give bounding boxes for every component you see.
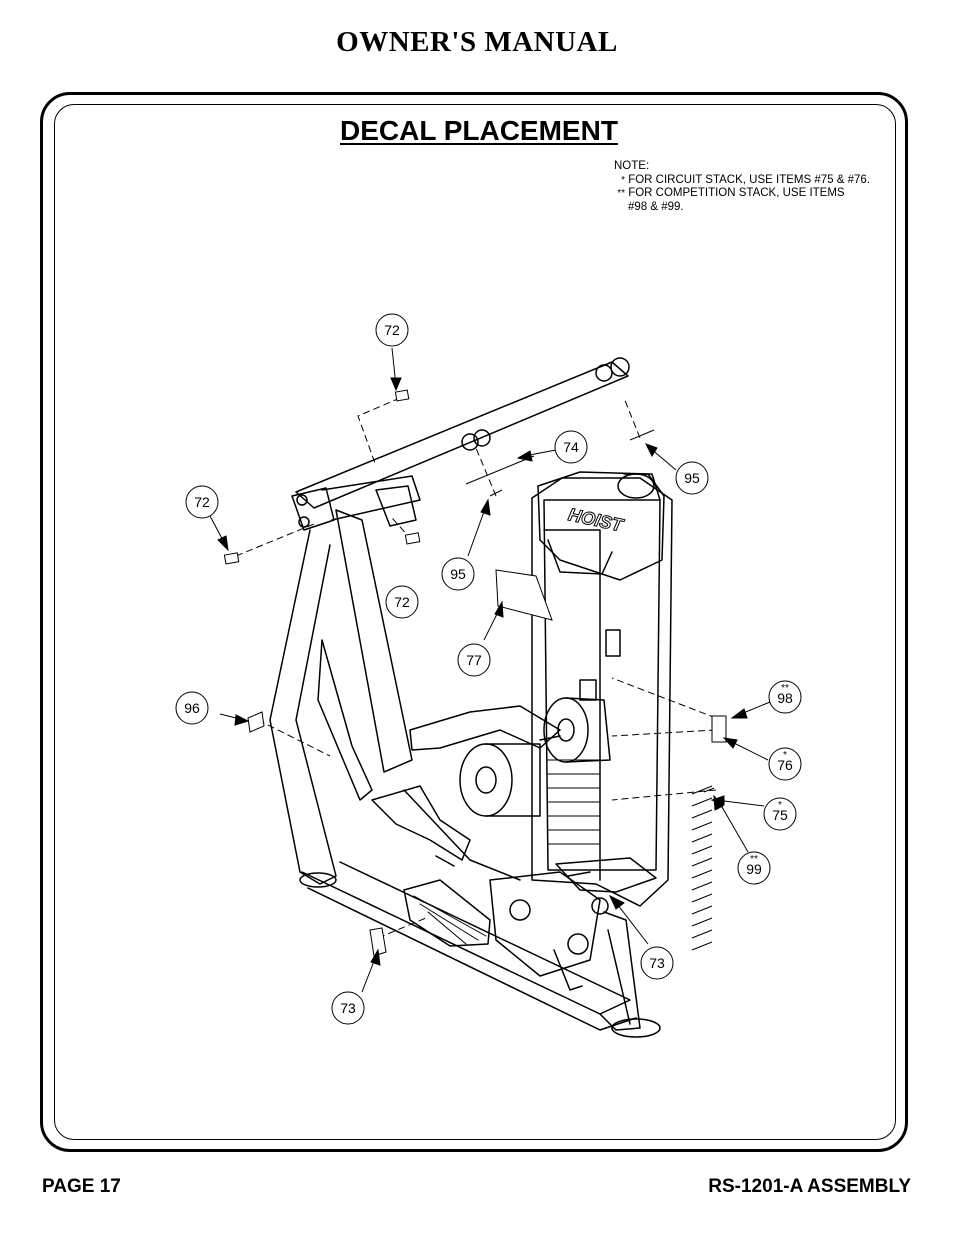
callout-72-top-label: 72 xyxy=(384,322,400,338)
note-star-double: ** xyxy=(617,188,625,199)
decal-72-center xyxy=(404,532,421,545)
note-text-items: #98 & #99. xyxy=(628,200,684,213)
weight-stack-tower xyxy=(531,477,673,907)
callout-72-center-label: 72 xyxy=(394,594,410,610)
leader-72-left xyxy=(235,523,315,557)
callout-76-label: 76 xyxy=(777,757,793,773)
note-line-circuit: * FOR CIRCUIT STACK, USE ITEMS #75 & #76… xyxy=(614,174,904,188)
decal-72-top xyxy=(394,389,410,402)
shroud-top-cap xyxy=(537,471,665,581)
arrow-95-left xyxy=(467,505,487,557)
callout-95-left xyxy=(441,557,475,591)
decal-99-stripes xyxy=(691,785,713,951)
decal-74 xyxy=(465,455,535,485)
callout-98-mark: ** xyxy=(781,683,789,694)
note-line-competition: ** FOR COMPETITION STACK, USE ITEMS xyxy=(614,187,904,201)
callout-73-bottom-label: 73 xyxy=(340,1000,356,1016)
decal-95-left xyxy=(489,489,503,497)
decal-77 xyxy=(495,569,553,621)
callout-74 xyxy=(554,430,588,464)
decal-72-left xyxy=(223,552,240,565)
frame-base-rail xyxy=(301,861,631,1015)
callout-72-center xyxy=(385,585,419,619)
callout-74-label: 74 xyxy=(563,439,579,455)
callout-76 xyxy=(768,747,802,781)
decal-75 xyxy=(703,787,715,793)
callout-98-label: 98 xyxy=(777,690,793,706)
decal-73-bottom xyxy=(369,927,387,957)
leader-76 xyxy=(611,729,717,737)
callout-95-right-label: 95 xyxy=(684,470,700,486)
page-frame-inner xyxy=(54,104,896,1140)
callout-75 xyxy=(763,797,797,831)
note-heading: NOTE: xyxy=(614,160,650,172)
leader-96 xyxy=(257,719,331,757)
callout-95-right xyxy=(675,461,709,495)
callout-75-label: 75 xyxy=(772,807,788,823)
base-foot-right xyxy=(611,1018,661,1038)
callout-95-left-label: 95 xyxy=(450,566,466,582)
note-text-competition: FOR COMPETITION STACK, USE ITEMS xyxy=(628,187,845,199)
base-foot-left xyxy=(299,872,337,888)
callout-73-bottom xyxy=(331,991,365,1025)
frame-upright-outer xyxy=(269,529,337,885)
callout-99-mark: ** xyxy=(750,854,758,865)
weight-plates xyxy=(547,759,601,845)
lever-end-cap-right xyxy=(610,357,630,377)
left-pivot-block xyxy=(291,487,335,531)
leader-95-left xyxy=(475,447,497,497)
decal-96 xyxy=(247,711,265,733)
roller-pad-left xyxy=(459,743,513,817)
section-title: DECAL PLACEMENT xyxy=(340,115,618,146)
callout-72-top xyxy=(375,313,409,347)
callout-99 xyxy=(737,851,771,885)
leader-98 xyxy=(611,677,717,719)
callout-75-mark: * xyxy=(778,800,782,811)
leader-95-right xyxy=(623,397,641,439)
foot-platform xyxy=(403,879,491,947)
callout-76-mark: * xyxy=(783,750,787,761)
arrow-99 xyxy=(717,799,749,853)
callout-96 xyxy=(175,691,209,725)
roller-pad-right xyxy=(543,697,589,763)
note-star-single: * xyxy=(621,174,625,186)
decal-95-right xyxy=(629,429,655,441)
callout-73-right xyxy=(640,946,674,980)
cam-bracket xyxy=(489,871,601,977)
leader-72-top xyxy=(357,397,401,467)
document-id: RS-1201-A ASSEMBLY xyxy=(708,1176,911,1197)
brand-logo: HOIST xyxy=(567,504,627,535)
page-frame-outer xyxy=(40,92,908,1152)
callout-72-left xyxy=(185,485,219,519)
lever-mid-collar xyxy=(473,429,491,447)
frame-upright-inner xyxy=(335,509,413,773)
assembly-note: NOTE: * FOR CIRCUIT STACK, USE ITEMS #75… xyxy=(614,160,904,214)
callout-98 xyxy=(768,680,802,714)
callout-99-label: 99 xyxy=(746,861,762,877)
callout-77-label: 77 xyxy=(466,652,482,668)
decal-98 xyxy=(711,715,727,743)
page-number: PAGE 17 xyxy=(42,1176,121,1197)
leader-75 xyxy=(611,789,717,801)
callout-72-left-label: 72 xyxy=(194,494,210,510)
manual-title: OWNER'S MANUAL xyxy=(336,26,618,58)
callout-73-right-label: 73 xyxy=(649,955,665,971)
arrow-73-right xyxy=(613,899,649,945)
top-lever-arm xyxy=(295,361,629,509)
callout-77 xyxy=(457,643,491,677)
callout-96-label: 96 xyxy=(184,700,200,716)
leader-73-bottom xyxy=(377,917,427,939)
note-text-circuit: FOR CIRCUIT STACK, USE ITEMS #75 & #76. xyxy=(628,173,870,186)
